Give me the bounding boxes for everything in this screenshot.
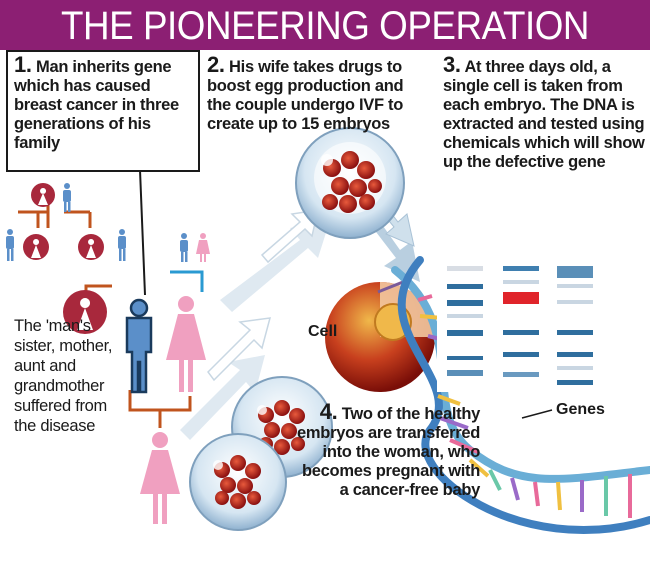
male-figure	[118, 229, 126, 261]
step-3-card	[437, 52, 648, 258]
genes-pointer	[521, 409, 553, 419]
gel-card	[437, 254, 648, 392]
embryo-dish-step-4b	[189, 433, 287, 531]
male-figure	[180, 233, 188, 262]
step-1-number: 1.	[14, 52, 32, 77]
arrow-shape	[180, 355, 265, 440]
cell-label: Cell	[308, 323, 338, 340]
cell-illustration	[325, 278, 435, 392]
male-figure	[6, 229, 14, 261]
family-history-note: The 'man's sister, mother, aunt and gran…	[14, 317, 113, 435]
genes-label: Genes	[556, 401, 605, 418]
family-tree-lines	[18, 200, 192, 428]
step-3-text: 3. At three days old, a single cell is t…	[443, 52, 647, 172]
step-4-number: 4.	[319, 399, 338, 424]
male-figure	[63, 183, 71, 212]
step-1-callout	[6, 50, 200, 172]
wife-figure	[166, 296, 206, 392]
header-banner: THE PIONEERING OPERATION	[0, 0, 650, 50]
arrow-shape	[220, 220, 330, 312]
step-4-body: Two of the healthy embryos are transferr…	[297, 405, 480, 499]
embryo-dish-step-2	[295, 127, 405, 239]
step-1-text: 1. Man inherits gene which has caused br…	[14, 52, 198, 153]
man-figure	[125, 298, 153, 394]
daughter-figure	[140, 432, 180, 524]
step-3-body: At three days old, a single cell is take…	[443, 58, 645, 171]
defective-gene-band	[503, 292, 539, 304]
step-1-body: Man inherits gene which has caused breas…	[14, 58, 179, 152]
step-2-text: 2. His wife takes drugs to boost egg pro…	[207, 52, 431, 134]
page-title: THE PIONEERING OPERATION	[60, 4, 590, 48]
step-2-body: His wife takes drugs to boost egg produc…	[207, 58, 404, 133]
step-2-number: 2.	[207, 52, 225, 77]
female-figure	[196, 233, 210, 262]
step-4-text: 4. Two of the healthy embryos are transf…	[290, 399, 480, 500]
gel-bands	[447, 266, 593, 385]
step-3-number: 3.	[443, 52, 461, 77]
